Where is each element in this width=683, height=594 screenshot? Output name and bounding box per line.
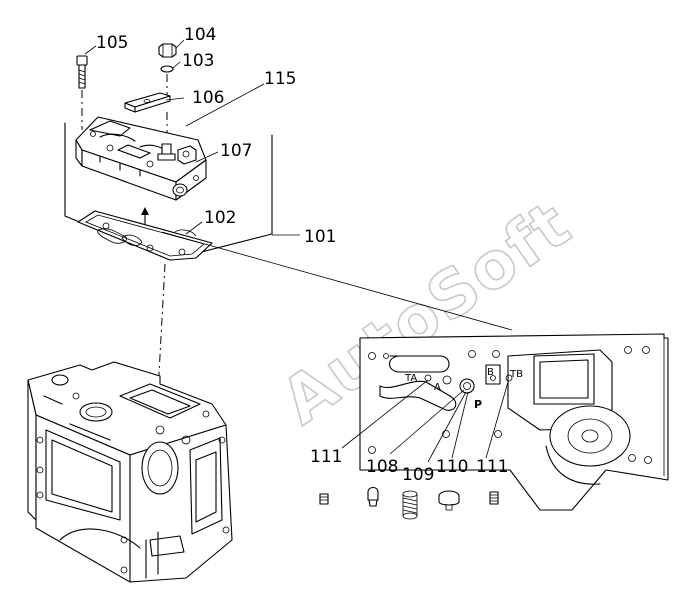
- callout-110: 110: [436, 457, 468, 477]
- port-label-p: P: [474, 398, 482, 411]
- washer-103: [160, 65, 174, 98]
- callout-104: 104: [184, 25, 216, 45]
- callout-111-left: 111: [310, 447, 342, 467]
- callout-106: 106: [192, 88, 224, 108]
- valve-face-detail: [359, 333, 669, 511]
- detail-leader-line: [161, 231, 513, 331]
- gasket-102: [77, 210, 213, 261]
- callout-111-right: 111: [476, 457, 508, 477]
- callout-numbers: 105 104 103 106 115 107 102 101 111 108 …: [96, 25, 508, 485]
- port-label-tb: TB: [509, 369, 523, 380]
- callout-107: 107: [220, 141, 252, 161]
- mounting-holes: [368, 346, 652, 464]
- port-label-a: A: [434, 382, 441, 393]
- callout-102: 102: [204, 208, 236, 228]
- port-label-ta: TA: [404, 373, 417, 384]
- center-line: [157, 263, 166, 393]
- callout-115: 115: [264, 69, 296, 89]
- valve-block-107: [75, 116, 207, 201]
- bolt-105: [76, 55, 88, 130]
- plate-106: [124, 92, 171, 113]
- callout-101: 101: [304, 227, 336, 247]
- callout-leaders: [84, 39, 509, 463]
- housing-casting: [27, 361, 233, 583]
- callout-103: 103: [182, 51, 214, 71]
- callout-109: 109: [402, 465, 434, 485]
- port-label-b: B: [487, 367, 494, 378]
- nut-104: [158, 43, 177, 58]
- small-parts: [319, 486, 499, 520]
- callout-108: 108: [366, 457, 398, 477]
- callout-105: 105: [96, 33, 128, 53]
